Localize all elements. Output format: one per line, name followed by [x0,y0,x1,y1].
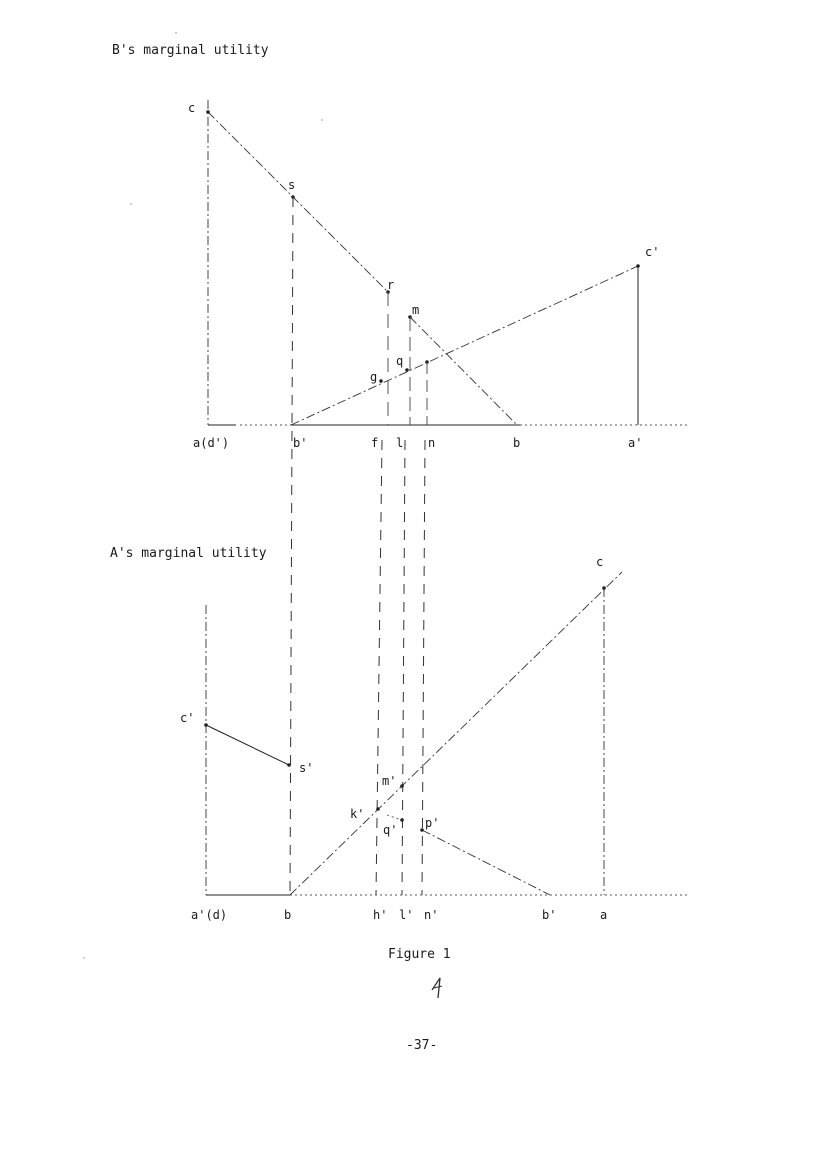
bottom-axis-label-a-prime-d: a'(d) [191,908,227,922]
top-line-m-to-b [409,316,518,426]
connector-l-to-l-prime [401,439,406,896]
top-label-q: q [396,354,403,368]
bottom-axis-label-l-prime: l' [399,908,413,922]
bottom-axis-label-n-prime: n' [424,908,438,922]
bottom-axis-label-b-prime: b' [542,908,556,922]
top-label-c: c [188,101,195,115]
bottom-line-k-to-q [386,814,403,821]
top-axis-label-b-prime: b' [293,436,307,450]
top-line-bprime-to-cprime [290,265,639,426]
connector-f-to-h-prime [375,439,383,896]
top-axis-label-b: b [513,436,520,450]
top-point-g [379,379,383,383]
top-axis-label-f: f [371,436,378,450]
top-point-q [405,368,409,372]
bottom-label-m-prime: m' [382,774,396,788]
page-number: -37- [406,1038,437,1053]
bottom-point-c-prime [204,723,208,727]
bottom-axis-label-h-prime: h' [373,908,387,922]
scan-speck [175,32,177,34]
scan-speck [83,957,85,959]
top-line-c-to-r [207,111,389,293]
bottom-label-p-prime: p' [425,816,439,830]
top-label-m: m [412,303,419,317]
bottom-point-m-prime [400,784,404,788]
scan-speck [321,119,323,121]
top-axis-label-a-d: a(d') [193,436,229,450]
bottom-label-k-prime: k' [350,807,364,821]
bottom-label-c-prime: c' [180,711,194,725]
bottom-point-k-prime [376,807,380,811]
top-point-c [206,110,210,114]
bottom-axis-label-b: b [284,908,291,922]
top-label-g: g [370,370,377,384]
top-label-r: r [387,278,394,292]
bottom-label-s-prime: s' [299,761,313,775]
bottom-axis-label-a: a [600,908,607,922]
figure-caption: Figure 1 [388,947,451,962]
bottom-point-s-prime [287,763,291,767]
connector-n-to-n-prime [421,439,426,896]
top-label-s: s [288,178,295,192]
top-axis-label-l: l [396,436,403,450]
top-panel-title: B's marginal utility [112,43,269,58]
top-axis-label-a-prime: a' [628,436,642,450]
connector-s-to-b [289,196,294,896]
bottom-panel-title: A's marginal utility [110,546,267,561]
handwritten-mark [431,977,443,999]
bottom-line-cprime-to-sprime [205,724,290,766]
bottom-label-c: c [596,555,603,569]
bottom-label-q-prime: q' [383,823,397,837]
bottom-line-pprime-to-bprime [421,829,551,896]
top-label-c-prime: c' [645,245,659,259]
scan-speck [130,203,132,205]
top-axis-label-n: n [428,436,435,450]
bottom-point-p-prime [420,828,424,832]
bottom-line-b-to-c [289,571,623,896]
